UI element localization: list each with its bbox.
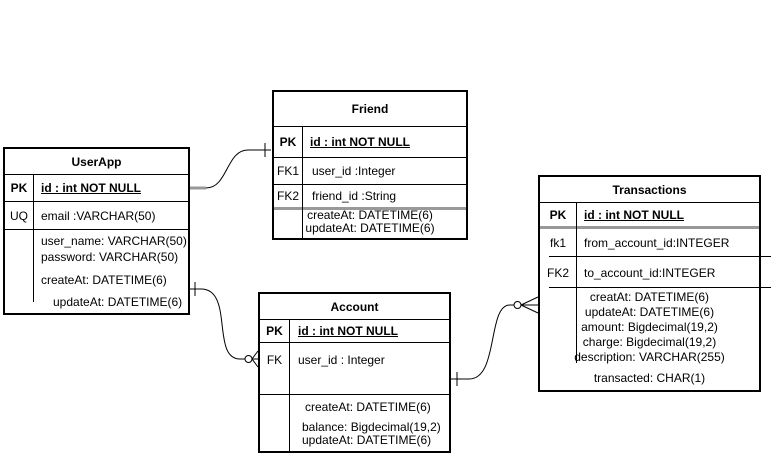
key-label: FK2 xyxy=(276,189,299,203)
attribute-line: updateAt: DATETIME(6) xyxy=(53,295,183,309)
userapp-account-connector[interactable] xyxy=(190,288,245,360)
attribute-line: balance: Bigdecimal(19,2) xyxy=(302,420,441,434)
attribute-line: updateAt: DATETIME(6) xyxy=(584,305,715,319)
key-column-divider xyxy=(576,203,577,363)
column-def: id : int NOT NULL xyxy=(584,207,684,222)
key-label: PK xyxy=(266,324,283,338)
key-column-divider xyxy=(302,127,303,238)
transactions-many-crowfoot-icon xyxy=(520,296,539,314)
key-label: PK xyxy=(549,207,567,222)
table-row: PK id : int NOT NULL xyxy=(274,127,466,158)
table-row: FK1 user_id :Integer xyxy=(274,158,466,185)
attribute-line: creatAt: DATETIME(6) xyxy=(589,290,710,304)
attribute-line: amount: Bigdecimal(19,2) xyxy=(581,320,718,334)
attribute-line: createAt: DATETIME(6) xyxy=(41,273,167,287)
table-row: PK id : int NOT NULL xyxy=(540,203,759,226)
key-column-divider xyxy=(289,320,290,451)
table-row: UQ email :VARCHAR(50) xyxy=(5,202,188,230)
column-def: id : int NOT NULL xyxy=(298,324,398,338)
table-friend[interactable]: Friend PK id : int NOT NULL FK1 user_id … xyxy=(272,90,468,240)
table-row: FK user_id : Integer xyxy=(260,343,449,395)
fk2-row-divider xyxy=(549,287,771,288)
table-title: Account xyxy=(260,294,449,320)
attribute-line: description: VARCHAR(255) xyxy=(574,350,725,364)
attribute-line: transacted: CHAR(1) xyxy=(593,371,706,385)
table-row: PK id : int NOT NULL xyxy=(5,175,188,202)
column-def: id : int NOT NULL xyxy=(41,181,141,195)
table-row: FK2 friend_id :String xyxy=(274,185,466,207)
key-label: PK xyxy=(279,135,297,149)
account-many-crowfoot-icon xyxy=(251,350,259,368)
key-label: FK1 xyxy=(276,164,299,178)
fk1-row-divider xyxy=(549,256,771,257)
column-def: user_id :Integer xyxy=(312,164,396,178)
column-def: user_id : Integer xyxy=(298,353,385,367)
table-userapp[interactable]: UserApp PK id : int NOT NULL UQ email :V… xyxy=(3,147,190,315)
key-column-divider xyxy=(33,175,34,302)
attribute-line: password: VARCHAR(50) xyxy=(41,250,179,264)
table-row: fk1 from_account_id:INTEGER xyxy=(540,229,759,257)
column-def: friend_id :String xyxy=(312,189,397,203)
account-zero-cardinality-circle xyxy=(244,355,253,363)
table-title: Transactions xyxy=(540,177,759,203)
attribute-line: user_name: VARCHAR(50) xyxy=(41,234,187,248)
key-label: fk1 xyxy=(549,236,566,250)
key-label: FK xyxy=(266,353,283,367)
table-title: UserApp xyxy=(5,149,188,175)
column-def: id : int NOT NULL xyxy=(310,135,410,149)
column-def: email :VARCHAR(50) xyxy=(41,208,156,223)
key-label: PK xyxy=(10,181,28,195)
gray-section-divider xyxy=(274,207,466,210)
table-title: Friend xyxy=(274,92,466,127)
userapp-friend-connector[interactable] xyxy=(205,149,271,189)
attribute-line: createAt: DATETIME(6) xyxy=(305,400,431,414)
table-row: PK id : int NOT NULL xyxy=(260,320,449,343)
attribute-line: createAt: DATETIME(6) xyxy=(307,208,433,222)
transactions-zero-cardinality-circle xyxy=(513,301,522,309)
key-label: FK2 xyxy=(546,265,569,280)
table-transactions[interactable]: Transactions PK id : int NOT NULL fk1 fr… xyxy=(538,175,761,392)
column-def: from_account_id:INTEGER xyxy=(584,236,730,250)
table-row: FK2 to_account_id:INTEGER xyxy=(540,257,759,288)
attribute-line: updateAt: DATETIME(6) xyxy=(302,433,432,447)
attribute-line: charge: Bigdecimal(19,2) xyxy=(582,335,717,349)
column-def: to_account_id:INTEGER xyxy=(584,265,716,280)
table-account[interactable]: Account PK id : int NOT NULL FK user_id … xyxy=(258,292,451,453)
gray-section-divider xyxy=(540,226,759,229)
attribute-line: updateAt: DATETIME(6) xyxy=(305,221,435,235)
account-transactions-connector[interactable] xyxy=(451,304,514,380)
key-label: UQ xyxy=(10,208,28,223)
